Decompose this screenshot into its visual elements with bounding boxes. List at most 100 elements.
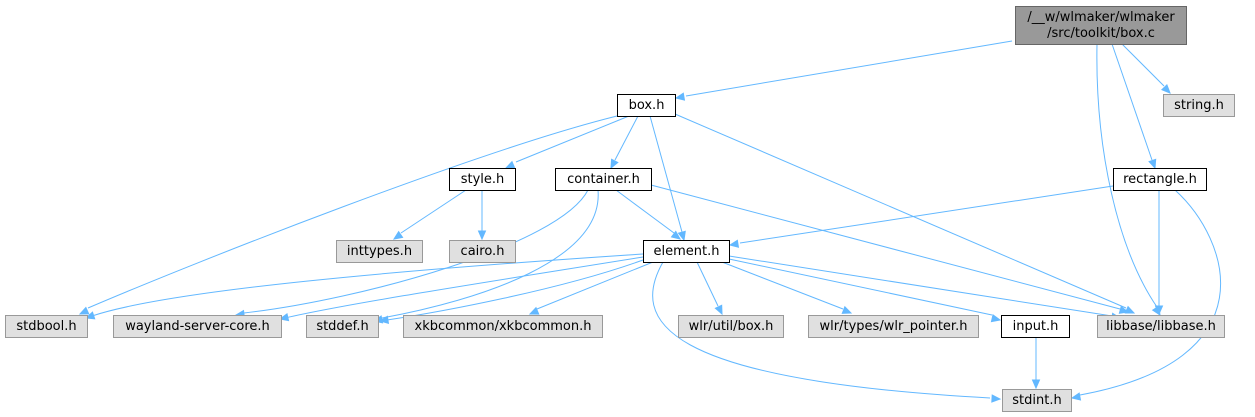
node-label: cairo.h: [461, 244, 505, 259]
edge-arrowhead: [1118, 305, 1130, 314]
node-label: wlr/types/wlr_pointer.h: [820, 319, 968, 334]
node-label: style.h: [461, 172, 505, 187]
nodes-layer: /__w/wlmaker/wlmaker/src/toolkit/box.cbo…: [5, 6, 1235, 412]
node-box: [306, 315, 379, 338]
edge-arrowhead: [841, 305, 853, 314]
node-label: inttypes.h: [347, 244, 412, 259]
node-style-h[interactable]: style.h: [449, 168, 516, 191]
node-string-h: string.h: [1163, 94, 1235, 117]
edge-line: [87, 115, 618, 309]
node-inttypes-h: inttypes.h: [336, 240, 423, 263]
node-label: /__w/wlmaker/wlmaker: [1027, 10, 1175, 25]
node-container-h[interactable]: container.h: [555, 168, 652, 191]
edge-line: [515, 115, 630, 163]
node-rectangle-h[interactable]: rectangle.h: [1113, 168, 1207, 191]
edge-root-to-rectangle_h: [1111, 43, 1157, 170]
node-label: libbase/libbase.h: [1106, 319, 1216, 334]
edge-style_h-to-inttypes_h: [392, 189, 467, 240]
edge-arrowhead: [392, 230, 404, 240]
edge-rectangle_h-to-element_h: [728, 185, 1114, 248]
edge-arrowhead: [674, 92, 686, 101]
node-label: /src/toolkit/box.c: [1047, 26, 1155, 41]
edge-line: [650, 184, 1121, 310]
node-label: wlr/util/box.h: [689, 319, 774, 334]
node-stddef-h: stddef.h: [306, 315, 379, 338]
node-xkb-h: xkbcommon/xkbcommon.h: [403, 315, 603, 338]
edge-arrowhead: [1031, 379, 1041, 390]
node-libbase-h: libbase/libbase.h: [1097, 315, 1225, 338]
node-input-h[interactable]: input.h: [1001, 315, 1070, 338]
edge-line: [652, 261, 991, 399]
node-label: input.h: [1013, 319, 1059, 334]
node-box: [678, 315, 784, 338]
node-box: [1002, 389, 1072, 412]
edges-layer: [78, 40, 1222, 403]
node-label: box.h: [629, 98, 665, 113]
edge-line: [739, 185, 1114, 244]
edge-element_h-to-stddef_h: [378, 259, 644, 324]
edge-container_h-to-libbase_h: [650, 184, 1130, 314]
edge-root-to-string_h: [1121, 43, 1171, 94]
edge-element_h-to-wayland_h: [278, 256, 644, 322]
edge-line: [685, 40, 1013, 97]
edge-arrowhead: [610, 158, 619, 170]
edge-line: [696, 261, 719, 307]
edge-style_h-to-cairo_h: [477, 190, 487, 241]
edge-element_h-to-libbase_h: [728, 255, 1122, 321]
node-box: [1113, 168, 1207, 191]
edge-line: [536, 261, 654, 310]
edge-arrowhead: [528, 306, 540, 315]
node-box: [643, 240, 730, 263]
edge-arrowhead: [728, 239, 740, 248]
edge-arrowhead: [278, 312, 290, 322]
node-label: xkbcommon/xkbcommon.h: [415, 319, 592, 334]
node-wlrbox-h: wlr/util/box.h: [678, 315, 784, 338]
node-box: [808, 315, 979, 338]
edge-line: [386, 259, 644, 321]
node-wayland-h: wayland-server-core.h: [113, 315, 282, 338]
node-box: [449, 240, 516, 263]
node-label: rectangle.h: [1123, 172, 1197, 187]
node-element-h[interactable]: element.h: [643, 240, 730, 263]
edge-line: [1121, 43, 1165, 87]
edge-arrowhead: [677, 230, 686, 242]
node-box: [5, 315, 88, 338]
node-box: [617, 94, 676, 117]
edge-input_h-to-stdint_h: [1031, 337, 1041, 390]
edge-container_h-to-element_h: [615, 189, 681, 240]
node-wlrptr-h: wlr/types/wlr_pointer.h: [808, 315, 979, 338]
node-box-h[interactable]: box.h: [617, 94, 676, 117]
node-label: container.h: [567, 172, 640, 187]
edge-line: [381, 189, 599, 319]
node-label: wayland-server-core.h: [125, 319, 270, 334]
edge-element_h-to-wlrptr_h: [721, 261, 853, 314]
node-box: [113, 315, 282, 338]
node-root[interactable]: /__w/wlmaker/wlmaker/src/toolkit/box.c: [1015, 6, 1187, 45]
edge-arrowhead: [1148, 158, 1157, 170]
edge-rectangle_h-to-stdint_h: [1070, 189, 1222, 401]
edge-arrowhead: [991, 394, 1002, 403]
edge-root-to-box_h: [674, 40, 1013, 101]
node-box: [449, 168, 516, 191]
edge-element_h-to-wlrbox_h: [696, 261, 723, 316]
edge-line: [674, 113, 1127, 309]
edge-line: [649, 115, 683, 233]
edge-line: [1096, 43, 1158, 308]
node-label: stdbool.h: [16, 319, 76, 334]
node-box: [1097, 315, 1225, 338]
node-box: [1163, 94, 1235, 117]
edge-arrowhead: [670, 230, 681, 240]
edge-arrowhead: [1161, 83, 1171, 94]
node-label: stdint.h: [1012, 393, 1061, 408]
node-box: [1001, 315, 1070, 338]
edge-line: [614, 115, 639, 161]
edge-arrowhead: [378, 315, 390, 324]
edge-box_h-to-style_h: [504, 115, 630, 169]
edge-arrowhead: [78, 306, 90, 315]
edge-arrowhead: [1154, 305, 1164, 316]
edge-element_h-to-xkb_h: [528, 261, 654, 315]
edge-box_h-to-element_h: [649, 115, 686, 242]
edge-arrowhead: [504, 160, 516, 169]
node-box: [555, 168, 652, 191]
